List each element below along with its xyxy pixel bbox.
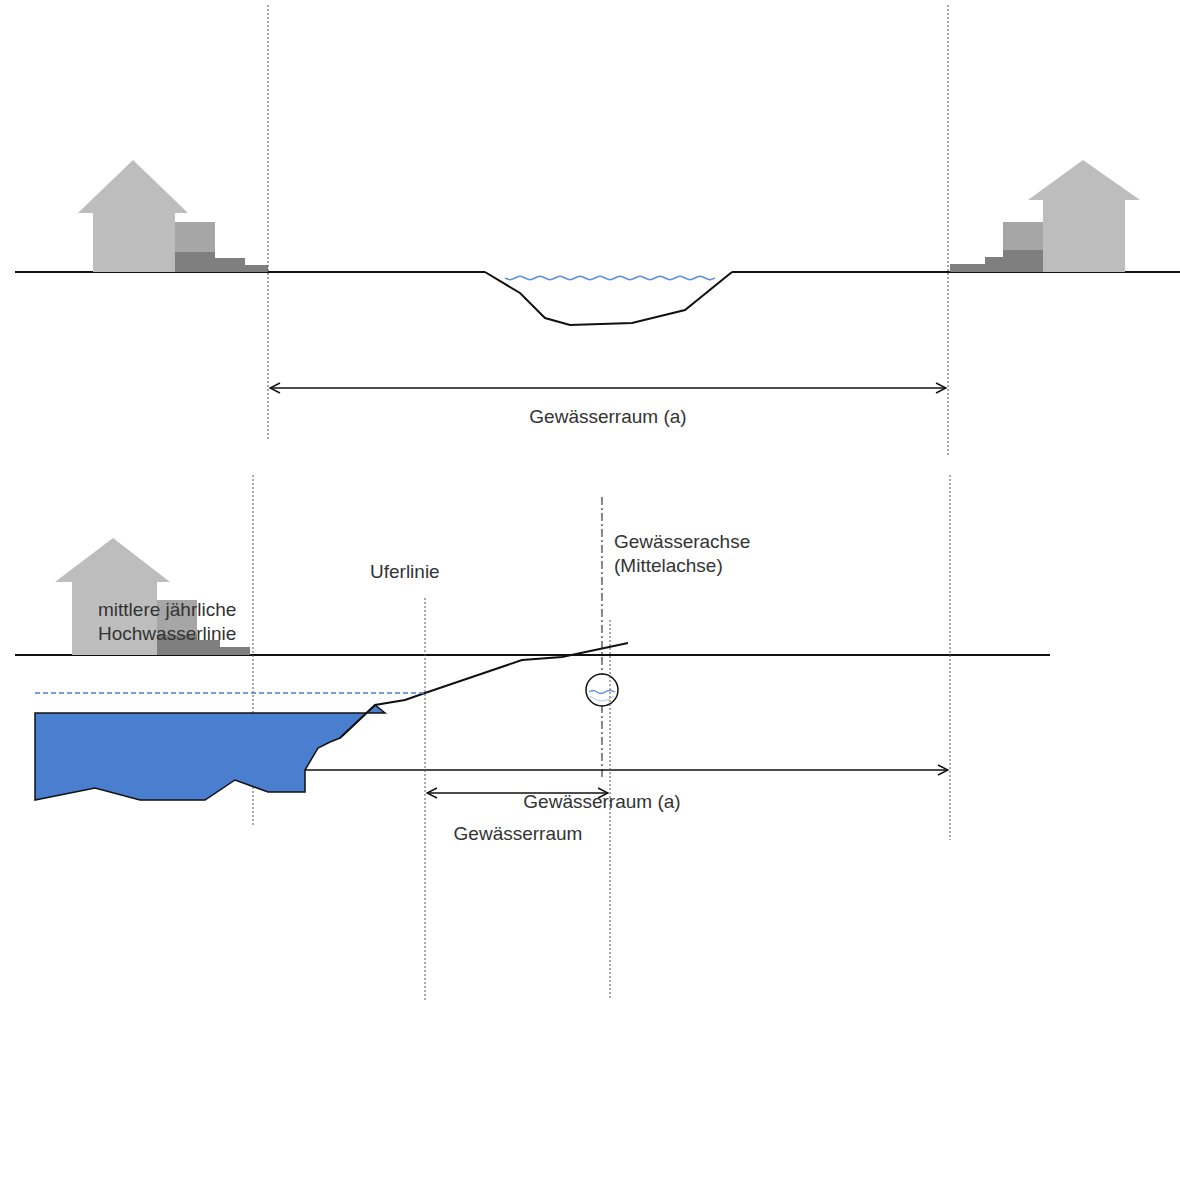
line-label: mittlere jährliche Hochwasserlinie (98, 598, 278, 646)
dimension-label: Gewässerraum (a) (472, 790, 732, 814)
dimension-label: Gewässerraum (a) (478, 405, 738, 429)
cross-section-channel (15, 5, 1180, 455)
line-label: Uferlinie (370, 560, 510, 584)
axis-label: Gewässerachse (Mittelachse) (614, 530, 764, 578)
cross-section-pipe (15, 475, 1050, 840)
dimension-label: Gewässerraum (418, 822, 618, 846)
